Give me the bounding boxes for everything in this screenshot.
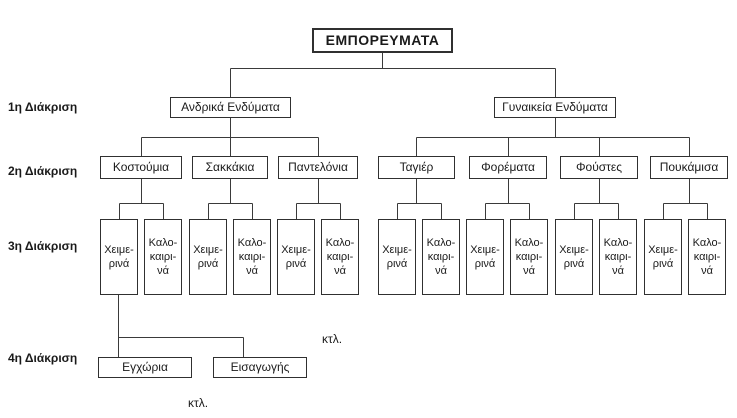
node-dresses: Φορέματα (469, 156, 547, 179)
node-winter-shirts: Χειμε- ρινά (644, 219, 682, 295)
node-domestic: Εγχώρια (98, 357, 192, 378)
node-trousers: Παντελόνια (278, 156, 358, 179)
node-jackets: Σακκάκια (192, 156, 268, 179)
node-winter-jackets: Χειμε- ρινά (189, 219, 227, 295)
node-winter-tailleur: Χειμε- ρινά (378, 219, 416, 295)
node-winter-suits: Χειμε- ρινά (100, 219, 138, 295)
node-mens-clothing: Ανδρικά Ενδύματα (170, 97, 291, 118)
node-summer-trousers: Καλο- καιρι- νά (321, 219, 359, 295)
node-merchandise-root: ΕΜΠΟΡΕΥΜΑΤΑ (312, 28, 453, 53)
node-summer-shirts: Καλο- καιρι- νά (688, 219, 726, 295)
connector-mens-branch (141, 118, 319, 156)
connector-womens-branch (416, 118, 690, 156)
row-label-4th-distinction: 4η Διάκριση (8, 351, 78, 365)
etc-note-bottom: κτλ. (188, 396, 209, 410)
row-label-1st-distinction: 1η Διάκριση (8, 100, 78, 114)
node-summer-suits: Καλο- καιρι- νά (144, 219, 182, 295)
connector-trousers-children (296, 179, 341, 219)
connector-winter-suits-children (118, 295, 244, 357)
etc-note-level4: κτλ. (322, 332, 343, 346)
node-skirts: Φούστες (560, 156, 638, 179)
connector-suits-children (119, 179, 164, 219)
node-suits: Κοστούμια (100, 156, 182, 179)
connector-root (230, 53, 556, 97)
node-imported: Εισαγωγής (213, 357, 307, 378)
node-summer-tailleur: Καλο- καιρι- νά (422, 219, 460, 295)
node-summer-skirts: Καλο- καιρι- νά (599, 219, 637, 295)
node-winter-skirts: Χειμε- ρινά (555, 219, 593, 295)
node-womens-clothing: Γυναικεία Ενδύματα (494, 97, 616, 118)
connector-dresses-children (485, 179, 530, 219)
connector-tailleur-children (397, 179, 442, 219)
node-winter-trousers: Χειμε- ρινά (277, 219, 315, 295)
row-label-2nd-distinction: 2η Διάκριση (8, 164, 78, 178)
connector-jackets-children (208, 179, 253, 219)
node-winter-dresses: Χειμε- ρινά (466, 219, 504, 295)
node-summer-dresses: Καλο- καιρι- νά (510, 219, 548, 295)
row-label-3rd-distinction: 3η Διάκριση (8, 239, 78, 253)
connector-skirts-children (574, 179, 619, 219)
connector-shirts-children (663, 179, 708, 219)
node-tailleur: Ταγιέρ (378, 156, 455, 179)
node-summer-jackets: Καλο- καιρι- νά (233, 219, 271, 295)
node-shirts: Πουκάμισα (650, 156, 728, 179)
